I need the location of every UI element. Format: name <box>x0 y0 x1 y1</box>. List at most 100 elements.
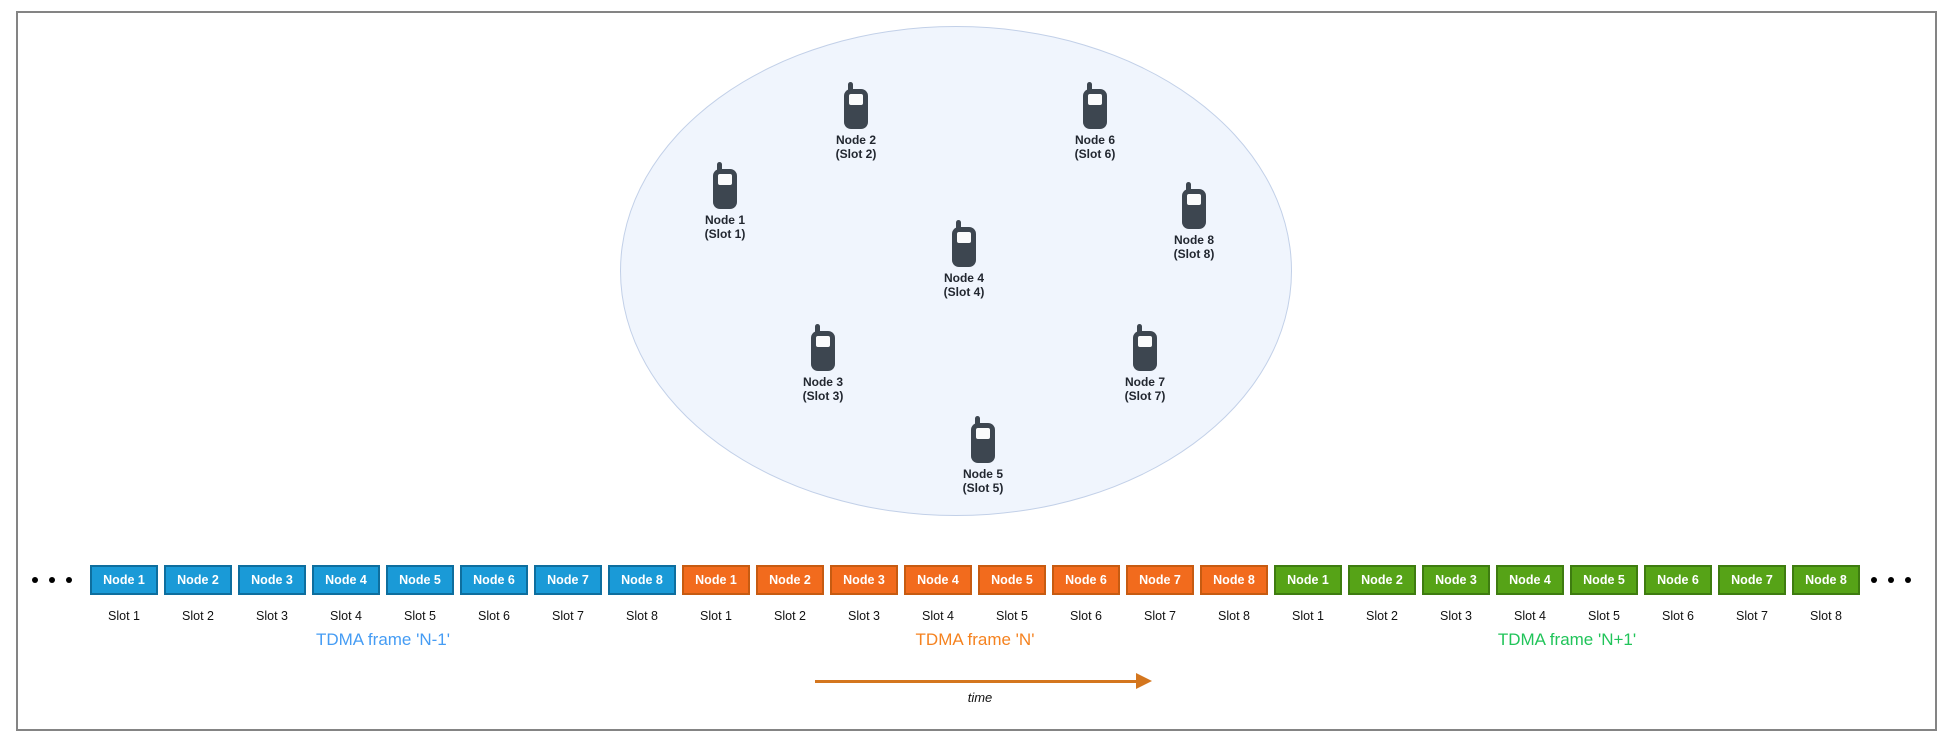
network-node-3: Node 3 (Slot 3) <box>768 324 878 403</box>
slot-cell: Node 3 Slot 3 <box>830 565 898 623</box>
node-slot: (Slot 1) <box>704 227 746 241</box>
slot-box: Node 3 <box>1422 565 1490 595</box>
slot-cell: Node 6 Slot 6 <box>1644 565 1712 623</box>
slot-number: Slot 5 <box>404 609 436 623</box>
slot-cell: Node 5 Slot 5 <box>386 565 454 623</box>
slot-cell: Node 1 Slot 1 <box>1274 565 1342 623</box>
ellipsis-right-icon <box>1871 577 1911 583</box>
slot-number: Slot 1 <box>700 609 732 623</box>
node-slot: (Slot 7) <box>1124 389 1166 403</box>
slot-box: Node 6 <box>1644 565 1712 595</box>
node-slot: (Slot 4) <box>943 285 985 299</box>
slot-box: Node 7 <box>1126 565 1194 595</box>
node-name: Node 6 <box>1074 133 1115 147</box>
slot-cell: Node 1 Slot 1 <box>90 565 158 623</box>
slot-box: Node 8 <box>1200 565 1268 595</box>
slot-cell: Node 7 Slot 7 <box>534 565 602 623</box>
slot-number: Slot 8 <box>626 609 658 623</box>
slot-box: Node 6 <box>1052 565 1120 595</box>
slot-number: Slot 6 <box>1662 609 1694 623</box>
slot-row: Node 1 Slot 1 Node 2 Slot 2 Node 3 Slot … <box>1274 565 1860 623</box>
slot-cell: Node 3 Slot 3 <box>1422 565 1490 623</box>
node-label: Node 5 (Slot 5) <box>963 467 1004 495</box>
slot-box: Node 2 <box>756 565 824 595</box>
slot-box: Node 5 <box>978 565 1046 595</box>
network-node-5: Node 5 (Slot 5) <box>928 416 1038 495</box>
slot-cell: Node 7 Slot 7 <box>1718 565 1786 623</box>
mobile-phone-icon <box>811 324 835 371</box>
node-slot: (Slot 3) <box>802 389 844 403</box>
time-arrow <box>815 680 1137 683</box>
slot-cell: Node 4 Slot 4 <box>312 565 380 623</box>
network-node-8: Node 8 (Slot 8) <box>1139 182 1249 261</box>
frame-label: TDMA frame 'N-1' <box>315 630 450 649</box>
slot-box: Node 1 <box>682 565 750 595</box>
slot-row: Node 1 Slot 1 Node 2 Slot 2 Node 3 Slot … <box>90 565 676 623</box>
slot-number: Slot 7 <box>1144 609 1176 623</box>
slot-number: Slot 6 <box>478 609 510 623</box>
node-label: Node 6 (Slot 6) <box>1075 133 1116 161</box>
slot-cell: Node 6 Slot 6 <box>1052 565 1120 623</box>
slot-cell: Node 2 Slot 2 <box>1348 565 1416 623</box>
node-name: Node 2 <box>835 133 876 147</box>
slot-number: Slot 8 <box>1218 609 1250 623</box>
slot-box: Node 8 <box>608 565 676 595</box>
slot-number: Slot 1 <box>1292 609 1324 623</box>
mobile-phone-icon <box>952 220 976 267</box>
slot-box: Node 8 <box>1792 565 1860 595</box>
slot-box: Node 2 <box>164 565 232 595</box>
slot-box: Node 4 <box>1496 565 1564 595</box>
node-label: Node 7 (Slot 7) <box>1125 375 1166 403</box>
mobile-phone-icon <box>1182 182 1206 229</box>
mobile-phone-icon <box>1083 82 1107 129</box>
slot-cell: Node 7 Slot 7 <box>1126 565 1194 623</box>
node-label: Node 2 (Slot 2) <box>836 133 877 161</box>
slot-cell: Node 8 Slot 8 <box>1792 565 1860 623</box>
network-node-7: Node 7 (Slot 7) <box>1090 324 1200 403</box>
slot-box: Node 1 <box>90 565 158 595</box>
slot-number: Slot 2 <box>774 609 806 623</box>
node-label: Node 4 (Slot 4) <box>944 271 985 299</box>
node-name: Node 1 <box>704 213 745 227</box>
slot-cell: Node 1 Slot 1 <box>682 565 750 623</box>
slot-cell: Node 2 Slot 2 <box>756 565 824 623</box>
slot-number: Slot 6 <box>1070 609 1102 623</box>
node-label: Node 1 (Slot 1) <box>705 213 746 241</box>
slot-cell: Node 2 Slot 2 <box>164 565 232 623</box>
network-node-2: Node 2 (Slot 2) <box>801 82 911 161</box>
slot-number: Slot 7 <box>1736 609 1768 623</box>
slot-box: Node 6 <box>460 565 528 595</box>
slot-box: Node 7 <box>1718 565 1786 595</box>
slot-cell: Node 4 Slot 4 <box>1496 565 1564 623</box>
slot-box: Node 3 <box>830 565 898 595</box>
slot-box: Node 5 <box>386 565 454 595</box>
slot-row: Node 1 Slot 1 Node 2 Slot 2 Node 3 Slot … <box>682 565 1268 623</box>
frame-label: TDMA frame 'N+1' <box>1497 630 1637 649</box>
slot-number: Slot 8 <box>1810 609 1842 623</box>
slot-cell: Node 5 Slot 5 <box>978 565 1046 623</box>
slot-number: Slot 4 <box>330 609 362 623</box>
slot-number: Slot 1 <box>108 609 140 623</box>
mobile-phone-icon <box>971 416 995 463</box>
slot-box: Node 1 <box>1274 565 1342 595</box>
node-label: Node 8 (Slot 8) <box>1174 233 1215 261</box>
slot-cell: Node 5 Slot 5 <box>1570 565 1638 623</box>
frame-label: TDMA frame 'N' <box>915 630 1035 649</box>
network-node-4: Node 4 (Slot 4) <box>909 220 1019 299</box>
network-node-6: Node 6 (Slot 6) <box>1040 82 1150 161</box>
slot-box: Node 7 <box>534 565 602 595</box>
tdma-frame-n-minus-1: Node 1 Slot 1 Node 2 Slot 2 Node 3 Slot … <box>90 565 676 650</box>
network-ellipse <box>620 26 1292 516</box>
slot-number: Slot 4 <box>1514 609 1546 623</box>
node-name: Node 4 <box>943 271 984 285</box>
slot-cell: Node 8 Slot 8 <box>1200 565 1268 623</box>
time-axis-label: time <box>967 690 993 705</box>
slot-box: Node 2 <box>1348 565 1416 595</box>
tdma-frame-n: Node 1 Slot 1 Node 2 Slot 2 Node 3 Slot … <box>682 565 1268 650</box>
slot-box: Node 4 <box>312 565 380 595</box>
slot-number: Slot 3 <box>848 609 880 623</box>
mobile-phone-icon <box>1133 324 1157 371</box>
slot-number: Slot 2 <box>182 609 214 623</box>
slot-number: Slot 2 <box>1366 609 1398 623</box>
